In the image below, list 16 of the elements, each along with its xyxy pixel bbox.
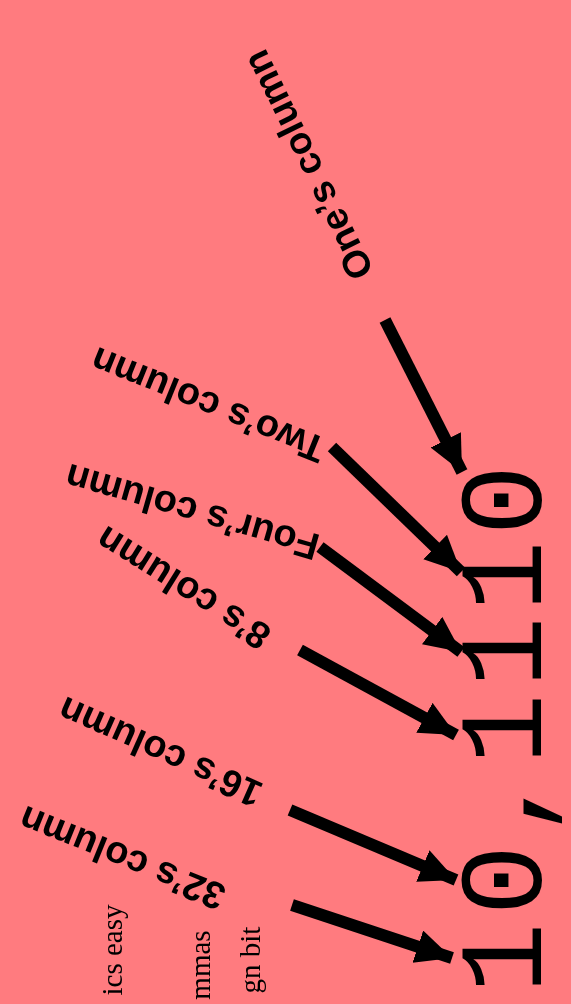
binary-digit: 1 (451, 616, 569, 688)
note-text: mmas (185, 930, 215, 1000)
binary-digit: 1 (451, 922, 569, 994)
binary-digit: 0 (451, 464, 569, 536)
note-text: ics easy (97, 904, 127, 996)
binary-digit: 1 (451, 693, 569, 765)
digit-separator: , (451, 767, 569, 839)
arrow (327, 442, 466, 577)
arrow (297, 644, 459, 741)
arrow (290, 899, 454, 964)
arrow (287, 804, 459, 886)
note-text: gn bit (235, 926, 265, 994)
arrow (316, 542, 465, 657)
binary-digit: 1 (451, 540, 569, 612)
arrow (379, 317, 468, 475)
binary-digit: 0 (451, 844, 569, 916)
